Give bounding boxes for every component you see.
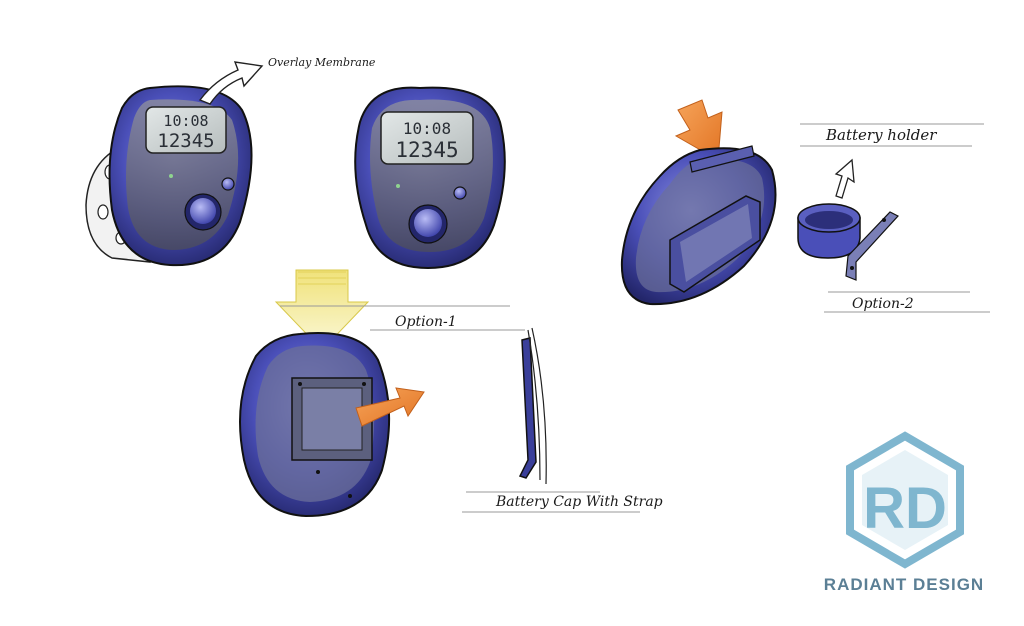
label-battery-cap: Battery Cap With Strap (495, 494, 663, 510)
yellow-arrow (274, 269, 370, 351)
lcd-count: 12345 (157, 130, 214, 152)
lcd-time-2: 10:08 (403, 119, 451, 138)
label-battery-holder: Battery holder (825, 126, 937, 144)
label-option-1: Option-1 (395, 314, 457, 330)
overlay-arrow (198, 61, 264, 105)
orange-arrow-option2 (674, 99, 723, 161)
logo-name: RADIANT DESIGN (824, 575, 984, 594)
logo-monogram: RD (863, 476, 947, 541)
radiant-design-logo: RD RADIANT DESIGN (824, 431, 984, 594)
counter-device-back (239, 332, 391, 518)
counter-device-front: 10:08 12345 (354, 86, 506, 270)
lcd-count-2: 12345 (395, 138, 458, 162)
battery-cap-with-strap (518, 327, 547, 485)
holder-arrow (834, 158, 855, 199)
lcd-time: 10:08 (163, 112, 208, 130)
orange-arrow-option1 (355, 387, 425, 427)
counter-device-side (620, 145, 777, 306)
counter-device-with-strap: 10:08 12345 (85, 85, 253, 267)
label-option-2: Option-2 (852, 296, 914, 312)
label-overlay-membrane: Overlay Membrane (268, 56, 376, 69)
battery-holder (797, 203, 899, 281)
